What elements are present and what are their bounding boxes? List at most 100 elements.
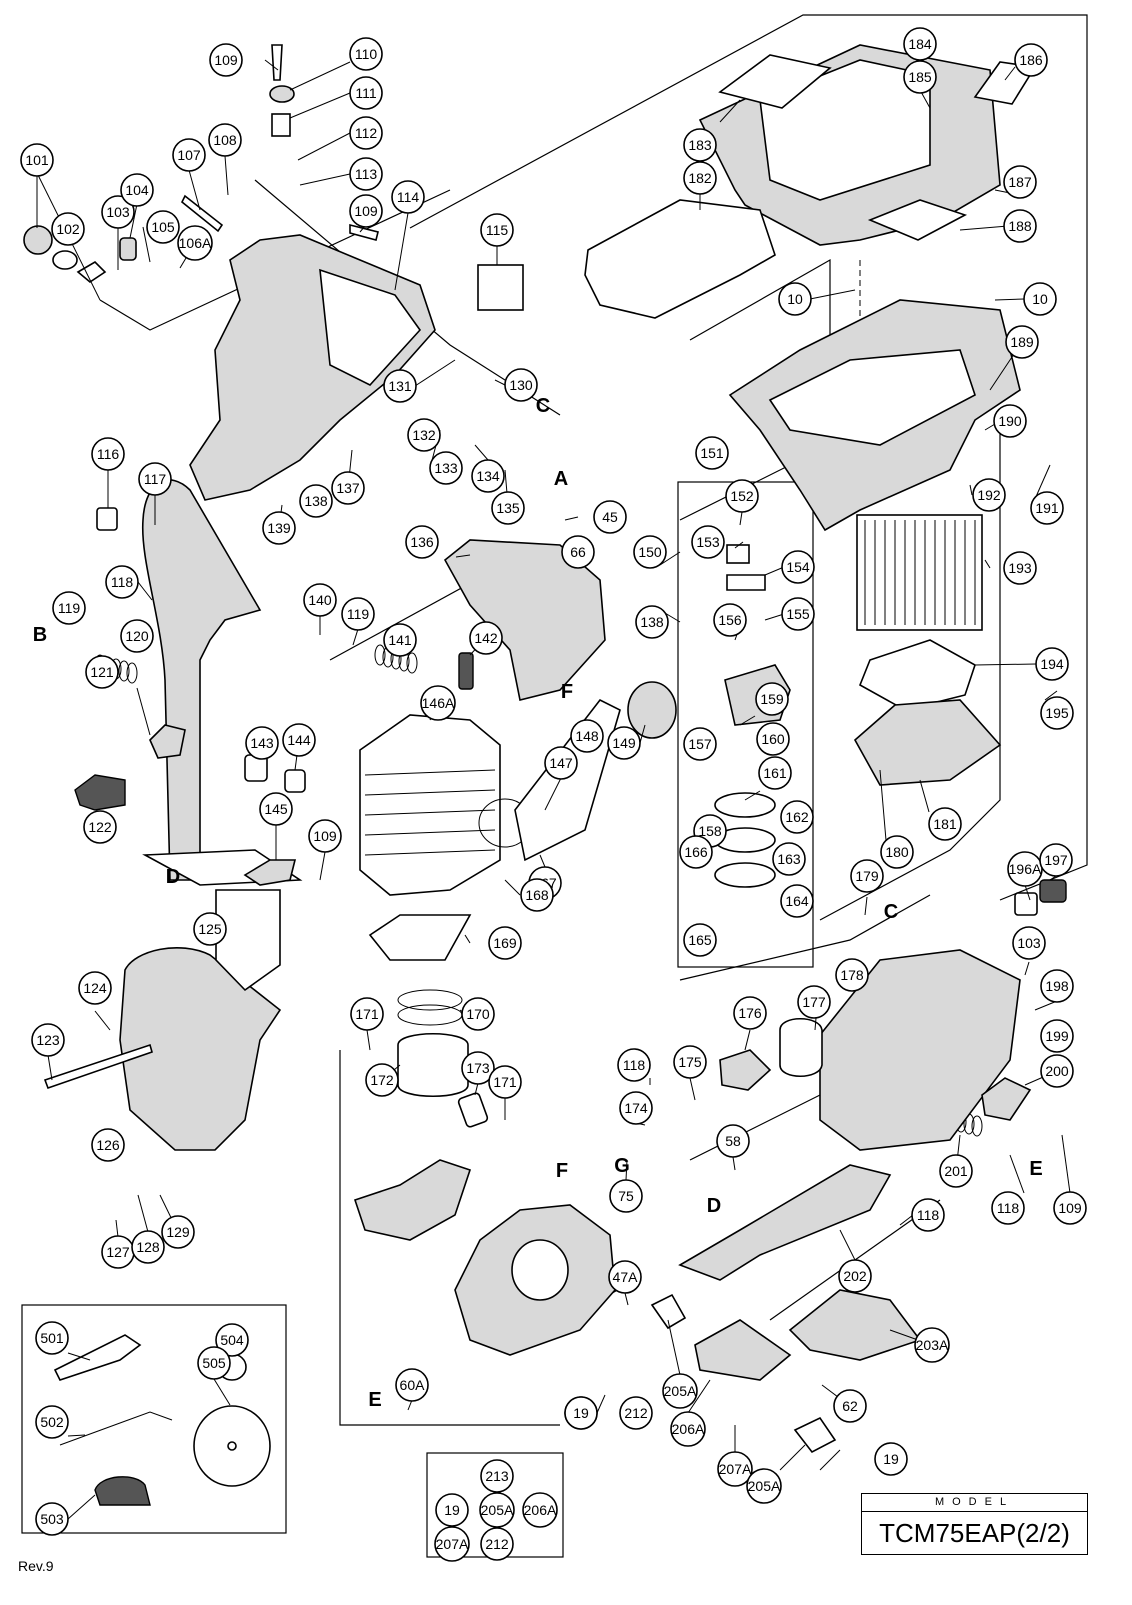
callout-label: 199: [1045, 1028, 1069, 1044]
callout-146A: 146A: [420, 685, 456, 721]
view-letter-d: D: [707, 1195, 721, 1217]
callout-label: 127: [106, 1244, 130, 1260]
callout-label: 116: [97, 446, 120, 462]
callout-label: 138: [304, 493, 328, 509]
revision-label: Rev.9: [18, 1558, 54, 1574]
callout-160: 160: [756, 722, 790, 756]
callout-label: 185: [908, 69, 932, 85]
callout-125: 125: [193, 912, 227, 946]
callout-label: 187: [1008, 174, 1032, 190]
callout-115: 115: [480, 213, 514, 247]
callout-169: 169: [488, 926, 522, 960]
callout-165: 165: [683, 923, 717, 957]
callout-label: 175: [678, 1054, 702, 1070]
callout-114: 114: [391, 180, 425, 214]
callout-label: 160: [761, 731, 785, 747]
callout-label: 130: [509, 377, 533, 393]
model-label: MODEL: [862, 1494, 1087, 1512]
callout-label: 102: [56, 221, 80, 237]
callout-188: 188: [1003, 209, 1037, 243]
callout-label: 164: [785, 893, 809, 909]
callout-label: 143: [250, 735, 274, 751]
callout-label: 196A: [1009, 861, 1042, 877]
callout-label: 131: [388, 378, 412, 394]
callout-202: 202: [838, 1259, 872, 1293]
callout-151: 151: [695, 436, 729, 470]
callout-label: 197: [1044, 852, 1068, 868]
callout-141: 141: [383, 623, 417, 657]
callout-label: 184: [908, 36, 932, 52]
callout-label: 147: [549, 755, 573, 771]
callout-138: 138: [635, 605, 669, 639]
callout-150: 150: [633, 535, 667, 569]
callout-164: 164: [780, 884, 814, 918]
callout-110: 110: [349, 37, 383, 71]
callout-label: 174: [624, 1100, 648, 1116]
callout-label: 10: [787, 291, 803, 307]
callout-106A: 106A: [177, 225, 213, 261]
callout-label: 128: [136, 1239, 160, 1255]
callout-label: 205A: [481, 1502, 514, 1518]
callout-label: 191: [1035, 500, 1059, 516]
callout-label: 180: [885, 844, 909, 860]
callout-132: 132: [407, 418, 441, 452]
callout-501: 501: [35, 1321, 69, 1355]
callout-label: 123: [36, 1032, 60, 1048]
callout-label: 165: [688, 932, 712, 948]
callout-198: 198: [1040, 969, 1074, 1003]
callout-label: 141: [388, 632, 412, 648]
callout-152: 152: [725, 479, 759, 513]
callout-label: 202: [843, 1268, 867, 1284]
view-letter-e: E: [1029, 1158, 1042, 1180]
callout-label: 118: [623, 1057, 646, 1073]
callout-122: 122: [83, 810, 117, 844]
callout-label: 153: [696, 534, 720, 550]
callout-62: 62: [833, 1389, 867, 1423]
callout-label: 503: [40, 1511, 64, 1527]
callout-label: 138: [640, 614, 664, 630]
callout-label: 124: [83, 980, 107, 996]
callout-195: 195: [1040, 696, 1074, 730]
callout-176: 176: [733, 996, 767, 1030]
callout-168: 168: [520, 878, 554, 912]
callout-label: 129: [166, 1224, 190, 1240]
callout-label: 176: [738, 1005, 762, 1021]
callout-label: 206A: [524, 1502, 557, 1518]
callout-label: 19: [444, 1502, 460, 1518]
callout-104: 104: [120, 173, 154, 207]
callout-label: 125: [198, 921, 222, 937]
callout-label: 148: [575, 728, 599, 744]
callout-label: 122: [88, 819, 112, 835]
callout-label: 166: [684, 844, 708, 860]
callout-109: 109: [209, 43, 243, 77]
callout-label: 203A: [916, 1337, 949, 1353]
callout-123: 123: [31, 1023, 65, 1057]
callout-124: 124: [78, 971, 112, 1005]
callout-label: 207A: [719, 1461, 752, 1477]
callout-174: 174: [619, 1091, 653, 1125]
callout-label: 62: [842, 1398, 858, 1414]
callout-label: 132: [412, 427, 436, 443]
callout-66: 66: [561, 535, 595, 569]
callout-175: 175: [673, 1045, 707, 1079]
callout-213: 213: [480, 1459, 514, 1493]
callout-109: 109: [349, 194, 383, 228]
callout-203A: 203A: [914, 1327, 950, 1363]
callout-label: 190: [998, 413, 1022, 429]
callout-label: 150: [638, 544, 662, 560]
callout-181: 181: [928, 807, 962, 841]
callout-135: 135: [491, 491, 525, 525]
callout-label: 205A: [748, 1478, 781, 1494]
callout-label: 19: [573, 1405, 589, 1421]
callout-label: 136: [410, 534, 434, 550]
callout-177: 177: [797, 985, 831, 1019]
callout-173: 173: [461, 1051, 495, 1085]
callout-187: 187: [1003, 165, 1037, 199]
callout-119: 119: [341, 597, 375, 631]
callout-label: 114: [397, 189, 420, 205]
callout-label: 10: [1032, 291, 1048, 307]
callout-206A: 206A: [522, 1492, 558, 1528]
callout-label: 104: [125, 182, 149, 198]
callout-503: 503: [35, 1502, 69, 1536]
